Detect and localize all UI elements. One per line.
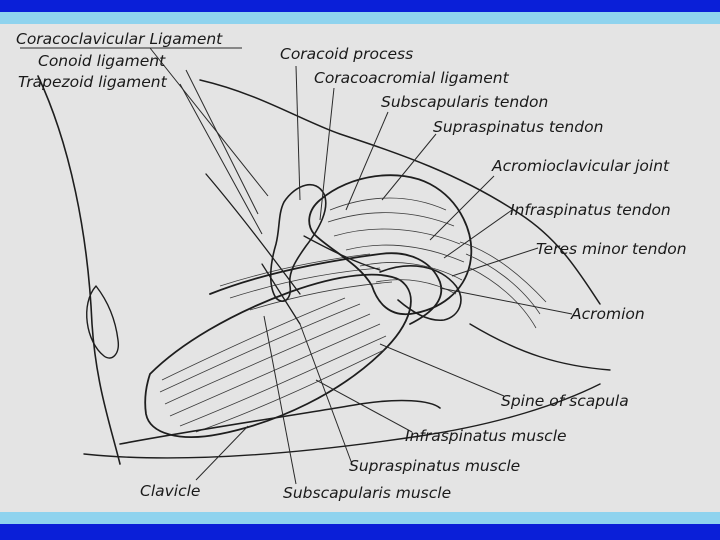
diagram-panel: Coracoclavicular Ligament Conoid ligamen…: [0, 24, 720, 512]
leader-infraspinatus-tendon: [444, 210, 512, 258]
label-coracoid-process: Coracoid process: [280, 45, 413, 63]
label-coracoclavicular-ligament: Coracoclavicular Ligament: [16, 30, 222, 48]
label-acromioclavicular-joint: Acromioclavicular joint: [492, 157, 669, 175]
coracoclavicular-ligament-band: [262, 264, 300, 324]
leader-spine-of-scapula: [380, 344, 504, 396]
label-infraspinatus-muscle: Infraspinatus muscle: [405, 427, 567, 445]
rotator-cuff-mass: [309, 175, 471, 314]
label-spine-of-scapula: Spine of scapula: [501, 392, 629, 410]
label-infraspinatus-tendon: Infraspinatus tendon: [510, 201, 671, 219]
label-acromion: Acromion: [571, 305, 645, 323]
label-supraspinatus-tendon: Supraspinatus tendon: [433, 118, 603, 136]
label-clavicle: Clavicle: [140, 482, 200, 500]
cuff-tendon-fibers: [328, 198, 464, 294]
leader-coracoacromial: [320, 88, 334, 220]
leader-subscapularis-muscle: [264, 316, 296, 484]
label-conoid-ligament: Conoid ligament: [38, 52, 165, 70]
leader-trapezoid: [180, 84, 262, 234]
leader-ac-joint: [430, 176, 494, 240]
teres-minor-fibers: [460, 242, 546, 328]
label-supraspinatus-muscle: Supraspinatus muscle: [349, 457, 520, 475]
leader-coracoclavicular: [150, 48, 268, 196]
slide-frame-top: [0, 0, 720, 12]
slide-frame-top-stripe: [0, 12, 720, 24]
leader-coracoid: [296, 66, 300, 200]
label-trapezoid-ligament: Trapezoid ligament: [18, 73, 167, 91]
leader-supraspinatus-tendon: [382, 134, 436, 200]
neck-outline: [38, 76, 120, 464]
shoulder-anatomy-illustration: [0, 24, 720, 512]
label-teres-minor-tendon: Teres minor tendon: [536, 240, 687, 258]
label-coracoacromial-ligament: Coracoacromial ligament: [314, 69, 509, 87]
leader-teres-minor: [452, 248, 538, 276]
label-subscapularis-tendon: Subscapularis tendon: [381, 93, 548, 111]
label-subscapularis-muscle: Subscapularis muscle: [283, 484, 451, 502]
leader-supraspinatus-muscle: [300, 324, 352, 464]
arm-contour: [470, 324, 610, 370]
upper-back-contour: [200, 80, 600, 304]
clavicle-bone: [120, 401, 440, 444]
leader-subscapularis-tendon: [346, 112, 388, 210]
slide-frame-bottom-stripe: [0, 512, 720, 524]
